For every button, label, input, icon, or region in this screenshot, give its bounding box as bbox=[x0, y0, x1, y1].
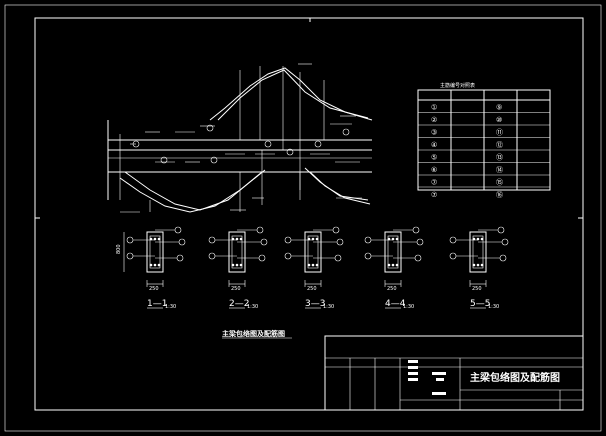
inner-frame bbox=[34, 17, 584, 411]
table-cell-right: ⑮ bbox=[496, 179, 503, 187]
table-cells: ① ⑨ ② ⑩ ③ ⑪ ④ ⑫ ⑤ ⑬ ⑥ ⑭ ⑦ ⑮ ⑦ ⑯ bbox=[431, 104, 503, 200]
table-cell-right: ⑪ bbox=[496, 129, 503, 137]
section-scale: 1:30 bbox=[488, 304, 499, 310]
section-height-dim: 800 bbox=[116, 244, 122, 254]
table-cell-right: ⑬ bbox=[496, 154, 503, 162]
table-cell-left: ④ bbox=[431, 141, 437, 149]
section-1: 250 1—11:30 bbox=[126, 226, 186, 310]
section-2: 250 2—21:30 bbox=[208, 226, 268, 310]
table-cell-right: ⑯ bbox=[496, 191, 503, 199]
section-label: 5—5 bbox=[470, 299, 490, 309]
section-scale: 1:30 bbox=[323, 304, 334, 310]
table-cell-left: ② bbox=[431, 116, 437, 124]
table-cell-left: ① bbox=[431, 104, 437, 112]
section-5: 250 5—51:30 bbox=[449, 226, 509, 310]
section-scale: 1:30 bbox=[247, 304, 258, 310]
section-label: 4—4 bbox=[385, 299, 406, 309]
rebar-table: 主筋编号对照表 bbox=[417, 82, 551, 191]
section-width-dim: 250 bbox=[387, 286, 397, 292]
table-cell-left: ⑤ bbox=[431, 154, 437, 162]
section-width-dim: 250 bbox=[231, 286, 241, 292]
table-cell-right: ⑨ bbox=[496, 104, 502, 112]
envelope-diagram bbox=[107, 63, 373, 213]
table-cell-left: ③ bbox=[431, 129, 437, 137]
section-width-dim: 250 bbox=[149, 286, 159, 292]
section-label: 2—2 bbox=[229, 299, 249, 309]
table-cell-right: ⑩ bbox=[496, 116, 502, 124]
drawing-title: 主梁包络图及配筋图 bbox=[470, 371, 560, 384]
section-4: 250 4—41:30 bbox=[364, 226, 424, 310]
section-label: 3—3 bbox=[305, 299, 325, 309]
table-cell-left: ⑦ bbox=[431, 179, 437, 187]
section-3: 250 3—31:30 bbox=[284, 226, 344, 310]
table-cell-left: ⑦ bbox=[431, 191, 437, 199]
table-title: 主筋编号对照表 bbox=[440, 82, 475, 89]
table-cell-left: ⑥ bbox=[431, 166, 437, 174]
cross-sections: 2501—11:302502—21:302503—31:302504—41:30… bbox=[116, 226, 509, 310]
section-width-dim: 250 bbox=[307, 286, 317, 292]
outer-frame bbox=[4, 4, 602, 432]
section-scale: 1:30 bbox=[403, 304, 414, 310]
diagram-caption: 主梁包络图及配筋图 bbox=[222, 329, 285, 338]
table-cell-right: ⑫ bbox=[496, 141, 503, 149]
section-scale: 1:30 bbox=[165, 304, 176, 310]
table-cell-right: ⑭ bbox=[496, 166, 503, 174]
section-width-dim: 250 bbox=[472, 286, 482, 292]
title-block: 主梁包络图及配筋图 bbox=[324, 335, 584, 411]
section-label: 1—1 bbox=[147, 299, 167, 309]
